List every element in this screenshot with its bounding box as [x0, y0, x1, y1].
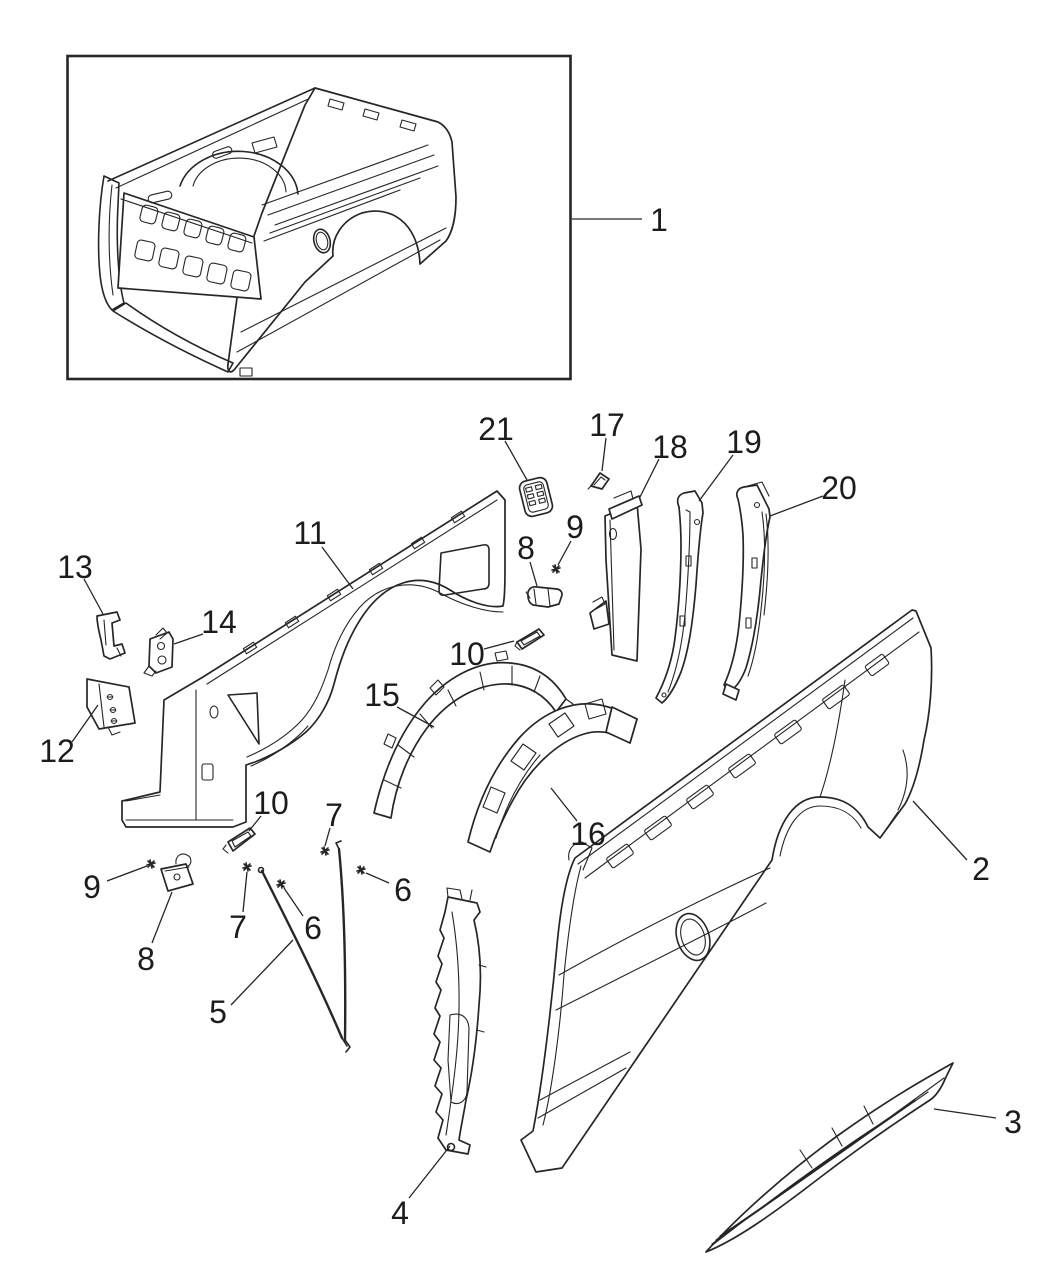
callout-14-18: 14 [201, 604, 237, 640]
outer-panel-stake-pockets [606, 653, 890, 869]
leader-line-7-7 [242, 871, 248, 913]
panel-18 [589, 490, 643, 662]
pillar-20 [722, 481, 771, 701]
bed-side-panel [226, 87, 457, 373]
leader-line-9-12 [557, 540, 572, 566]
inner-panel-11 [121, 490, 506, 828]
callout-6-6: 6 [304, 910, 322, 946]
inner-panel-triangle-hole [227, 692, 260, 745]
leader-line-8-10 [529, 561, 538, 587]
callout-3-2: 3 [1004, 1104, 1022, 1140]
callout-21-25: 21 [478, 411, 514, 447]
callout-15-19: 15 [364, 677, 400, 713]
leader-line-8-9 [151, 891, 173, 944]
leader-line-5-4 [230, 939, 294, 1006]
support-rod-5 [257, 840, 351, 1053]
leader-line-21-25 [504, 440, 528, 481]
pillar-reinforcement-4 [433, 887, 487, 1155]
callout-1-0: 1 [650, 202, 668, 238]
bracket-13 [96, 611, 126, 660]
leader-line-13-17 [83, 578, 104, 615]
leader-line-9-11 [106, 865, 148, 882]
bed-wheelhouse-hump [179, 136, 299, 195]
leader-line-14-18 [173, 633, 204, 645]
wheelhouse-liner-15 [373, 650, 574, 819]
leader-line-6-5 [365, 872, 390, 884]
callout-10-14: 10 [253, 785, 289, 821]
bracket-8-upper [525, 586, 563, 608]
pillar-19 [655, 490, 704, 704]
callout-9-11: 9 [83, 869, 101, 905]
callout-5-4: 5 [209, 994, 227, 1030]
vent-grommet-21 [518, 476, 554, 518]
callout-7-7: 7 [229, 909, 247, 945]
bed-front-panel-holes [134, 204, 252, 292]
leader-line-10-14 [248, 815, 262, 832]
clip-17 [587, 472, 610, 490]
leader-line-3-2 [933, 1108, 997, 1119]
bed-floor-slots [147, 146, 233, 204]
screw-7-left [242, 862, 252, 872]
callout-9-12: 9 [566, 509, 584, 545]
leader-line-19-23 [698, 454, 734, 502]
screw-6-left [276, 879, 286, 889]
callout-8-10: 8 [517, 530, 535, 566]
callout-12-16: 12 [39, 733, 75, 769]
bed-floor-ribs [261, 144, 439, 242]
bracket-14 [143, 627, 174, 677]
callout-13-17: 13 [57, 549, 93, 585]
leader-line-16-20 [550, 787, 578, 822]
leader-line-20-24 [769, 495, 824, 517]
assembly-inset [66, 54, 572, 381]
bed-stake-pockets [327, 98, 417, 132]
assembled-bed-illustration [97, 87, 457, 377]
callout-4-3: 4 [391, 1195, 409, 1231]
leader-line-2-1 [912, 800, 968, 861]
callout-10-13: 10 [449, 636, 485, 672]
bed-front-panel [117, 192, 262, 300]
callout-19-23: 19 [726, 424, 762, 460]
wheelhouse-liner-16 [467, 698, 638, 853]
outer-panel-2 [520, 609, 933, 1173]
inner-panel-rail-slots [242, 510, 466, 655]
callout-20-24: 20 [821, 470, 857, 506]
leader-line-11-15 [321, 546, 354, 590]
screw-6-right [356, 865, 366, 875]
bracket-10-lower [222, 827, 256, 854]
callout-2-1: 2 [972, 851, 990, 887]
bracket-12 [86, 678, 136, 736]
moulding-3 [705, 1062, 954, 1253]
leader-line-7-8 [324, 827, 331, 847]
leader-line-4-3 [408, 1145, 451, 1199]
leader-line-18-22 [639, 458, 660, 498]
fuel-filler-hole [675, 912, 711, 962]
inner-panel-window-hole [438, 543, 490, 597]
callout-18-22: 18 [652, 429, 688, 465]
clip-8-lower [160, 853, 194, 892]
bed-fuel-filler-hole [312, 228, 332, 254]
callout-8-9: 8 [137, 941, 155, 977]
screw-9-lower [146, 859, 156, 869]
leader-line-12-16 [71, 704, 99, 743]
callout-16-20: 16 [570, 816, 606, 852]
leader-line-15-19 [396, 706, 435, 728]
leader-line-17-21 [601, 437, 607, 472]
leader-line-6-6 [283, 887, 304, 917]
callout-11-15: 11 [293, 515, 326, 551]
screw-9-upper [551, 564, 561, 574]
callout-7-8: 7 [325, 797, 343, 833]
screw-7-right [320, 846, 330, 856]
assembly-frame-border [66, 54, 572, 381]
leader-line-10-13 [483, 640, 515, 650]
callout-6-5: 6 [394, 872, 412, 908]
bracket-10-upper [514, 628, 545, 651]
callout-17-21: 17 [589, 407, 625, 443]
